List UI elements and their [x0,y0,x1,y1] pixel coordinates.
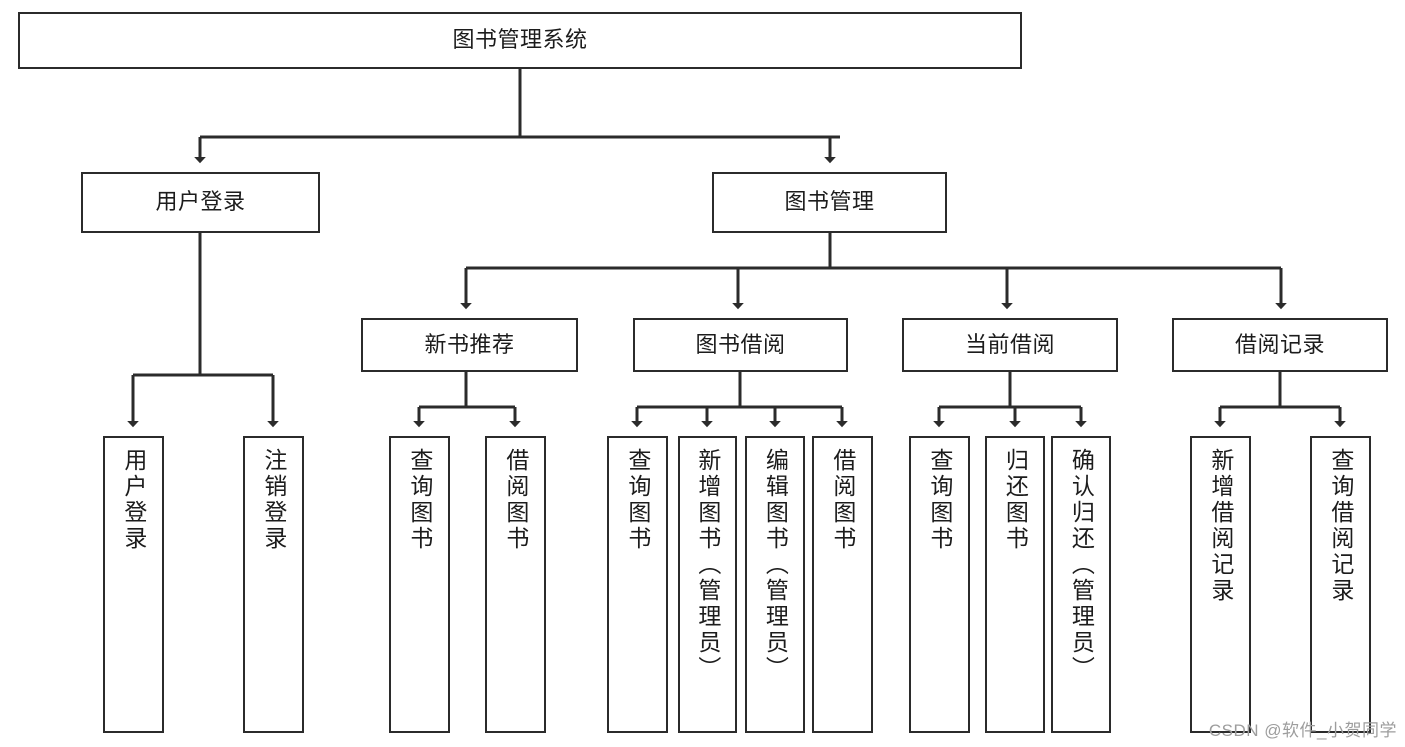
leaf-user-logout[interactable]: 注销登录 [243,436,304,733]
leaf-query-book-3[interactable]: 查询图书 [909,436,970,733]
leaf-edit-book[interactable]: 编辑图书（管理员） [745,436,805,733]
node-label: 新增借阅记录 [1207,448,1234,604]
node-label: 用户登录 [155,189,246,215]
node-book-borrow[interactable]: 图书借阅 [633,318,848,372]
node-label: 查询图书 [926,448,953,552]
leaf-user-login[interactable]: 用户登录 [103,436,164,733]
leaf-borrow-book-2[interactable]: 借阅图书 [812,436,873,733]
node-label: 注销登录 [260,448,287,552]
node-label: 借阅图书 [829,448,856,552]
leaf-add-borrow-record[interactable]: 新增借阅记录 [1190,436,1251,733]
csdn-watermark: CSDN @软件_小贺同学 [1208,721,1397,740]
node-root[interactable]: 图书管理系统 [18,12,1022,69]
node-book-manage[interactable]: 图书管理 [712,172,947,233]
leaf-query-borrow-record[interactable]: 查询借阅记录 [1310,436,1371,733]
node-user-login[interactable]: 用户登录 [81,172,320,233]
leaf-return-book[interactable]: 归还图书 [985,436,1045,733]
leaf-query-book-1[interactable]: 查询图书 [389,436,450,733]
node-label: 查询借阅记录 [1327,448,1354,604]
node-label: 查询图书 [406,448,433,552]
leaf-query-book-2[interactable]: 查询图书 [607,436,668,733]
node-label: 归还图书 [1002,448,1029,552]
node-current-borrow[interactable]: 当前借阅 [902,318,1118,372]
node-label: 借阅记录 [1234,331,1325,357]
node-label: 查询图书 [624,448,651,552]
node-new-book-recommend[interactable]: 新书推荐 [361,318,578,372]
leaf-borrow-book-1[interactable]: 借阅图书 [485,436,546,733]
node-label: 当前借阅 [964,331,1055,357]
node-label: 新书推荐 [424,331,515,357]
node-label: 用户登录 [120,448,147,552]
leaf-confirm-return[interactable]: 确认归还（管理员） [1051,436,1111,733]
node-label: 确认归还（管理员） [1068,448,1095,682]
node-label: 图书管理系统 [452,27,588,53]
node-label: 借阅图书 [502,448,529,552]
node-borrow-record[interactable]: 借阅记录 [1172,318,1388,372]
node-label: 编辑图书（管理员） [762,448,789,682]
node-label: 新增图书（管理员） [694,448,721,682]
node-label: 图书借阅 [695,331,786,357]
leaf-add-book[interactable]: 新增图书（管理员） [678,436,737,733]
node-label: 图书管理 [784,189,875,215]
